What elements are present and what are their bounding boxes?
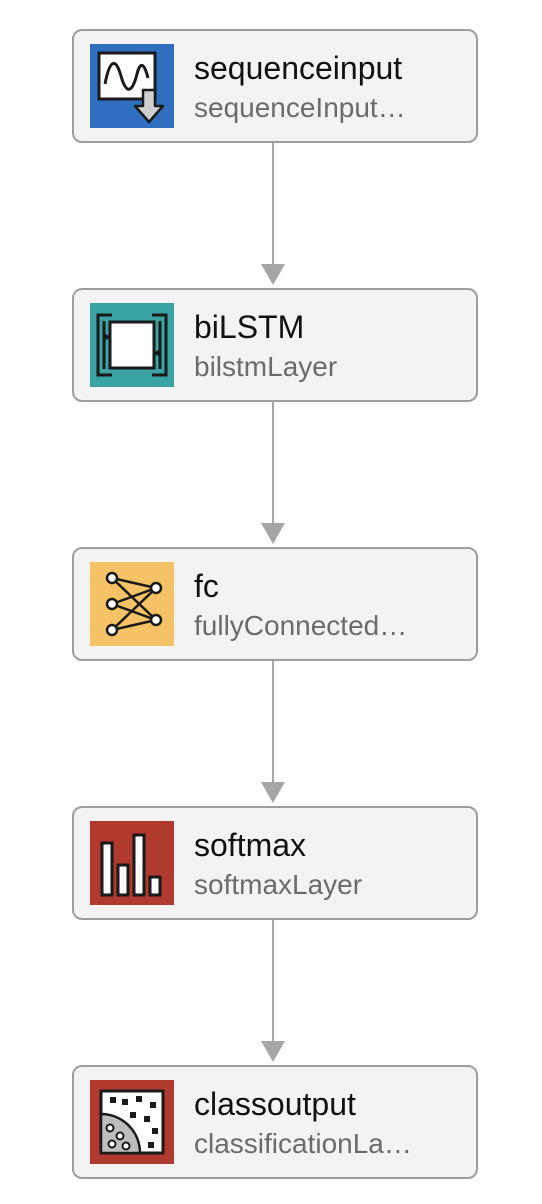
node-type: softmaxLayer — [194, 869, 363, 900]
fully-connected-icon — [90, 562, 174, 646]
edge-softmax-to-classoutput — [261, 920, 285, 1062]
edge-fc-to-softmax — [261, 661, 285, 803]
node-type: classificationLa… — [194, 1128, 412, 1159]
edge-bilstm-to-fc — [261, 402, 285, 544]
edge-arrowhead — [261, 782, 285, 803]
edge-arrowhead — [261, 264, 285, 285]
node-type: fullyConnected… — [194, 610, 408, 641]
node-sequenceinput[interactable]: sequenceinput sequenceInput… — [72, 29, 478, 143]
node-softmax[interactable]: softmax softmaxLayer — [72, 806, 478, 920]
node-fc[interactable]: fc fullyConnected… — [72, 547, 478, 661]
node-bilstm[interactable]: biLSTM bilstmLayer — [72, 288, 478, 402]
node-classoutput[interactable]: classoutput classificationLa… — [72, 1065, 478, 1179]
sequence-input-icon — [90, 44, 174, 128]
node-name: softmax — [194, 827, 307, 863]
classification-output-icon — [90, 1080, 174, 1164]
edge-arrowhead — [261, 523, 285, 544]
node-type: bilstmLayer — [194, 351, 338, 382]
node-name: sequenceinput — [194, 50, 403, 86]
node-name: biLSTM — [194, 309, 305, 345]
softmax-icon — [90, 821, 174, 905]
node-name: fc — [194, 568, 219, 604]
bilstm-icon — [90, 303, 174, 387]
node-type: sequenceInput… — [194, 92, 406, 123]
node-name: classoutput — [194, 1086, 356, 1122]
edge-sequenceinput-to-bilstm — [261, 143, 285, 285]
edge-arrowhead — [261, 1041, 285, 1062]
